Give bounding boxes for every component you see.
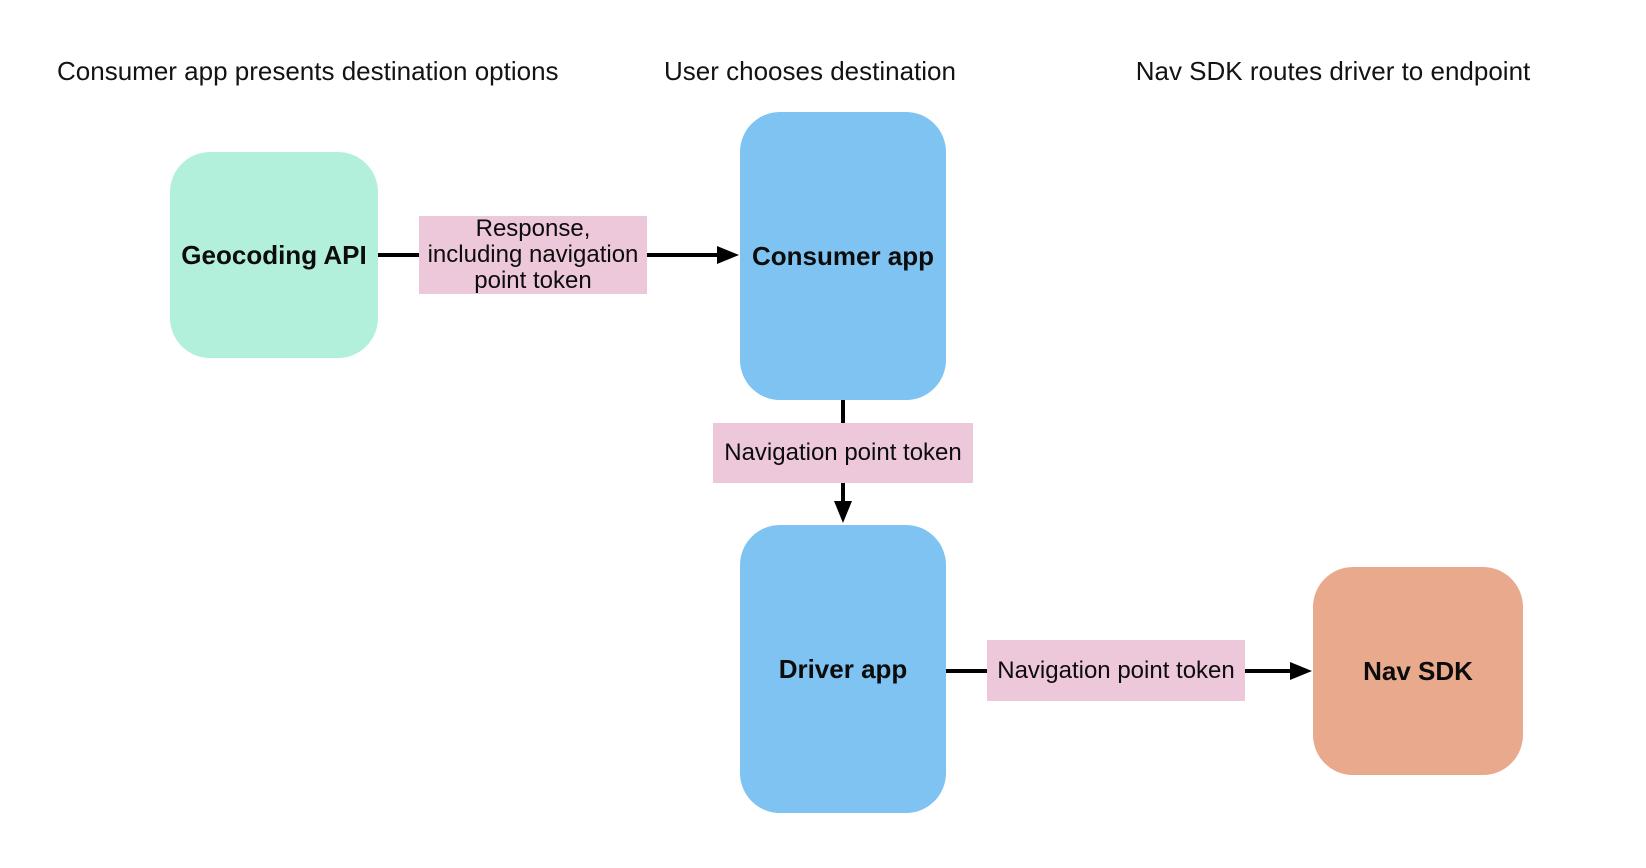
- node-label: Driver app: [778, 653, 908, 684]
- node-label: Geocoding API: [181, 239, 367, 270]
- node-driver-app: Driver app: [740, 525, 946, 813]
- node-label: Consumer app: [751, 240, 935, 271]
- arrowhead-icon: [834, 501, 852, 523]
- node-label: Nav SDK: [1363, 655, 1473, 686]
- column-header-consumer-presents: Consumer app presents destination option…: [57, 56, 559, 86]
- arrowhead-icon: [1290, 662, 1312, 680]
- node-nav-sdk: Nav SDK: [1313, 567, 1523, 775]
- edge-label-navigation-point-token-2: Navigation point token: [987, 640, 1245, 701]
- column-header-user-chooses: User chooses destination: [664, 56, 956, 86]
- edge-label-navigation-point-token-1: Navigation point token: [713, 423, 973, 483]
- node-geocoding-api: Geocoding API: [170, 152, 378, 358]
- arrowhead-icon: [717, 246, 739, 264]
- edge-label-response-including-token: Response, including navigation point tok…: [419, 216, 647, 294]
- node-consumer-app: Consumer app: [740, 112, 946, 400]
- column-header-nav-sdk-routes: Nav SDK routes driver to endpoint: [1135, 56, 1531, 86]
